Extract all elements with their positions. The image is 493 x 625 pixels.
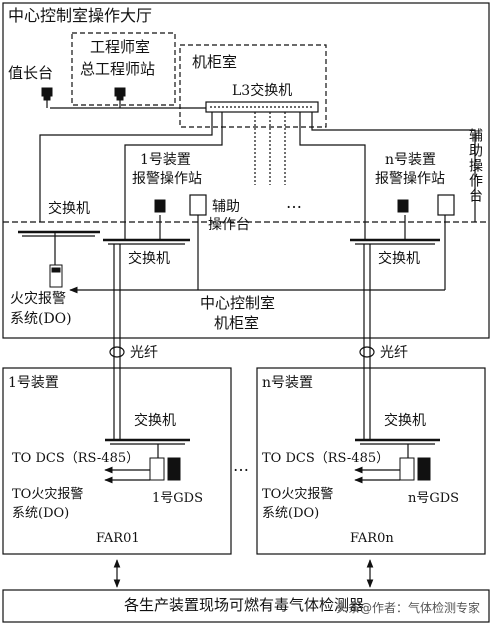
chief-engineer-station-label: 总工程师站: [80, 60, 156, 78]
unit1-switch-label: 交换机: [134, 413, 176, 429]
unit1-title: 1号装置: [8, 375, 59, 391]
unitn-to-fire-1: TO火灾报警: [262, 487, 334, 502]
unitn-gds: n号GDS: [408, 491, 460, 506]
cabinet-room-frame: [179, 44, 327, 128]
watermark: 头条@作者：气体检测专家: [336, 601, 481, 615]
unitn-switch-label: 交换机: [384, 413, 426, 429]
central-cabinet-label-1: 中心控制室: [200, 294, 276, 312]
unit1-to-fire-2: 系统(DO): [12, 506, 70, 521]
shift-leader-desk-label: 值长台: [8, 64, 54, 82]
chief-engineer-terminal-icon: [114, 87, 126, 97]
unit1-cabinet-icon: [149, 457, 165, 481]
ellipsis-top: …: [286, 193, 302, 212]
switch-right-label: 交换机: [378, 251, 420, 267]
aux-console-n-icon: [437, 194, 455, 216]
unitn-far: FAR0n: [350, 531, 394, 546]
alarm-station-n-label-2: 报警操作站: [375, 171, 445, 187]
shift-leader-terminal-icon: [41, 87, 53, 97]
alarm-station-1-label-1: 1号装置: [140, 152, 191, 168]
aux-console-vertical-label: 辅助操作台: [467, 128, 483, 203]
ellipsis-mid: …: [233, 456, 249, 475]
aux-console-1-icon: [189, 194, 207, 216]
alarm-station-n-icon: [397, 199, 409, 213]
engineer-room-label: 工程师室: [90, 38, 151, 56]
unitn-to-dcs: TO DCS（RS-485）: [262, 451, 390, 466]
alarm-station-n-label-1: n号装置: [385, 152, 437, 168]
l3-switch-label: L3交换机: [232, 83, 293, 99]
fiber-right-label: 光纤: [380, 345, 408, 361]
switch-left-mid-label: 交换机: [128, 251, 170, 267]
unitn-title: n号装置: [262, 375, 314, 391]
unit1-gds: 1号GDS: [152, 491, 203, 506]
detector-bar-label: 各生产装置现场可燃有毒气体检测器: [124, 596, 365, 614]
engineer-room-frame: [71, 32, 176, 106]
fiber-left-label: 光纤: [130, 345, 158, 361]
unit1-to-dcs: TO DCS（RS-485）: [12, 451, 140, 466]
switch-left-top-label: 交换机: [48, 201, 90, 217]
aux-console-label-1: 辅助: [212, 199, 240, 215]
cabinet-room-label: 机柜室: [192, 53, 238, 71]
unit1-to-fire-1: TO火灾报警: [12, 487, 84, 502]
central-control-hall-frame: [2, 2, 490, 339]
detector-bar-frame: [2, 589, 490, 623]
aux-console-label-2: 操作台: [208, 217, 250, 233]
unitn-frame: [256, 367, 486, 555]
fire-alarm-system-label-1: 火灾报警: [10, 291, 66, 307]
central-cabinet-label-2: 机柜室: [214, 314, 260, 332]
unit1-gds-icon: [167, 457, 181, 481]
alarm-station-1-icon: [154, 199, 166, 213]
unitn-gds-icon: [417, 457, 431, 481]
unitn-cabinet-icon: [399, 457, 415, 481]
alarm-station-1-label-2: 报警操作站: [132, 171, 202, 187]
central-control-hall-label: 中心控制室操作大厅: [8, 6, 153, 25]
fire-alarm-system-label-2: 系统(DO): [10, 311, 72, 327]
unit1-frame: [2, 367, 232, 555]
unitn-to-fire-2: 系统(DO): [262, 506, 320, 521]
unit1-far: FAR01: [96, 531, 140, 546]
